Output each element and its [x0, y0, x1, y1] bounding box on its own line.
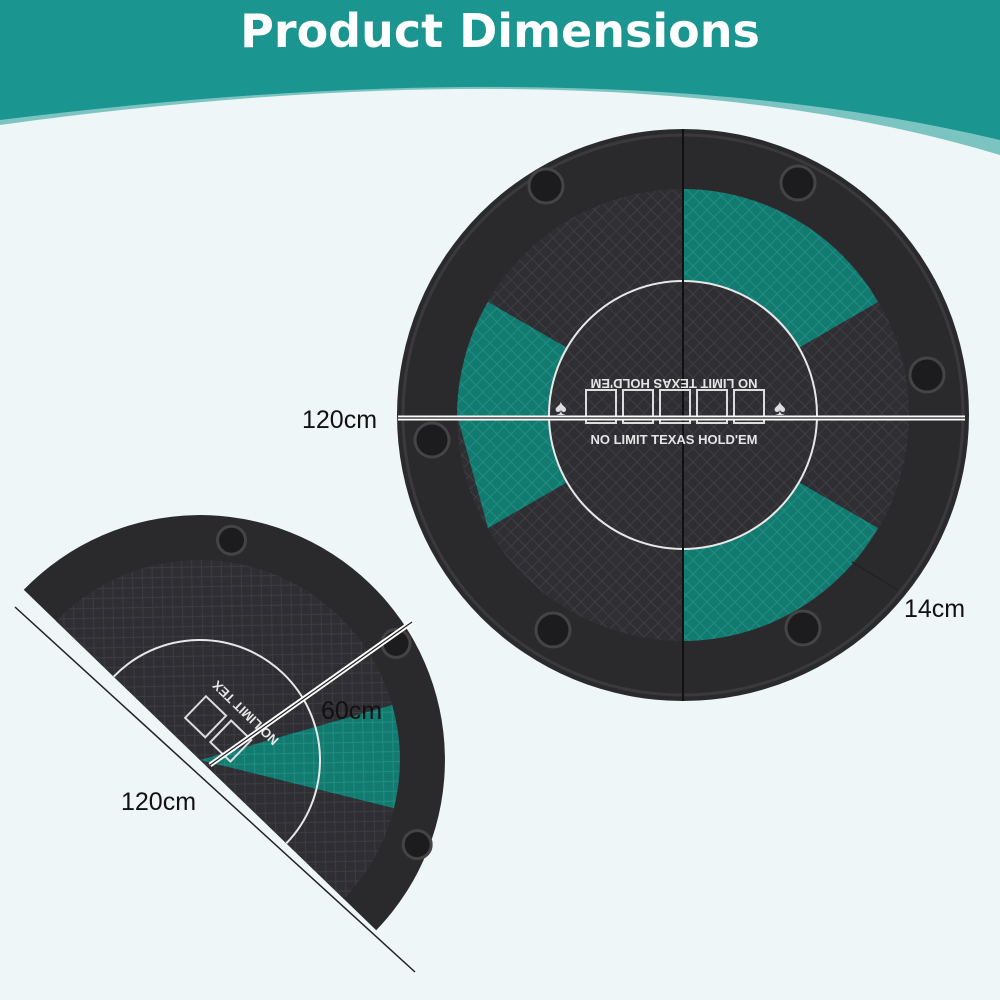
- rail-width-label: 14cm: [904, 595, 966, 623]
- half-depth-label: 60cm: [321, 697, 383, 725]
- spade-icon: ♠: [774, 395, 786, 420]
- header-banner: [0, 0, 1000, 140]
- round-poker-table: ♠ ♠ NO LIMIT TEXAS HOLD'EM NO LIMIT TEXA…: [397, 129, 969, 701]
- card-boxes: [585, 389, 765, 424]
- cup-holders: [413, 164, 946, 649]
- round-diameter-label: 120cm: [302, 406, 378, 434]
- table-print-bottom: NO LIMIT TEXAS HOLD'EM: [590, 432, 757, 447]
- half-length-label: 120cm: [121, 788, 197, 816]
- spade-icon: ♠: [555, 395, 567, 420]
- page-title: Product Dimensions: [240, 4, 760, 58]
- table-print-top: NO LIMIT TEXAS HOLD'EM: [590, 376, 757, 391]
- half-length-line: [14, 606, 416, 973]
- green-segment: [200, 705, 400, 809]
- rail-width-line: [851, 561, 899, 591]
- half-poker-table: NO LIMIT TEX: [23, 515, 445, 931]
